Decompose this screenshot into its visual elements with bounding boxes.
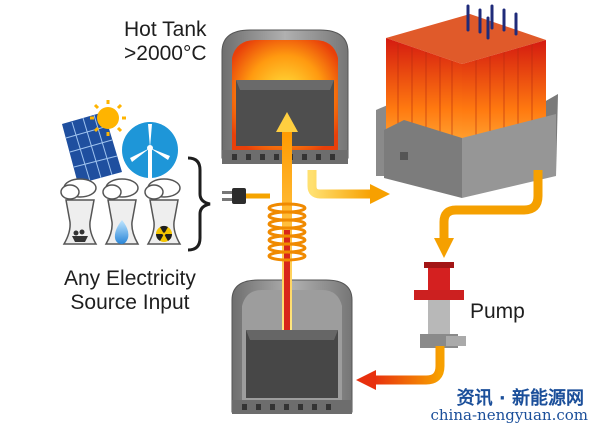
cold-tank	[231, 279, 353, 414]
heating-coil	[267, 202, 307, 262]
storage-to-pump-arrow	[434, 170, 543, 258]
electricity-source-label: Any Electricity Source Input	[64, 267, 196, 315]
hot-tank-title: Hot Tank	[124, 18, 207, 41]
watermark-url: china-nengyuan.com	[430, 406, 589, 424]
sun-icon	[90, 100, 126, 136]
hot-storage-block	[376, 4, 558, 198]
pump-label: Pump	[470, 300, 525, 323]
heater-rod	[276, 112, 298, 330]
nuclear-plant-icon	[144, 178, 182, 245]
source-label-line1: Any Electricity	[64, 267, 196, 290]
watermark-chinese: 资讯 · 新能源网	[456, 388, 584, 409]
coal-plant-icon	[60, 178, 98, 245]
source-label-line2: Source Input	[70, 291, 190, 314]
hot-tank-label: Hot Tank >2000°C	[124, 18, 207, 66]
return-flow-arrow	[356, 346, 445, 390]
hot-flow-arrow	[307, 170, 390, 204]
solar-panel-icon	[62, 112, 122, 184]
wind-turbine-icon	[122, 122, 178, 178]
source-brace	[187, 156, 211, 252]
hot-tank	[221, 29, 349, 164]
hot-tank-temperature: >2000°C	[124, 42, 207, 65]
power-plug-icon	[222, 188, 270, 204]
pump	[414, 262, 466, 348]
gas-plant-icon	[102, 178, 140, 245]
